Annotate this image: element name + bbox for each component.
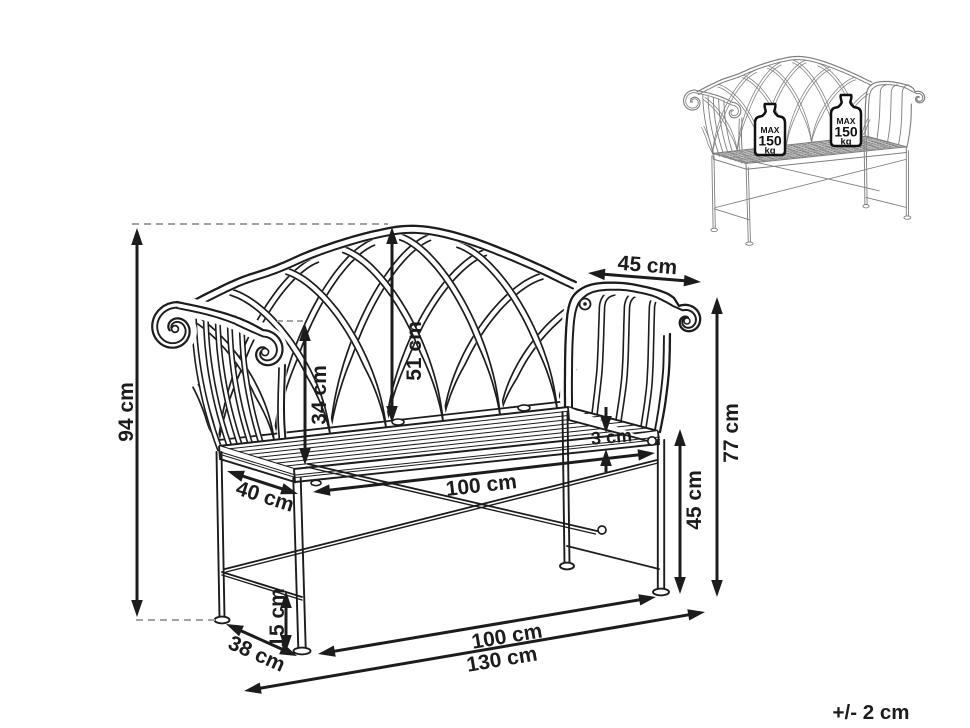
svg-text:+/- 2 cm: +/- 2 cm <box>833 701 910 724</box>
svg-text:MAX: MAX <box>761 125 780 135</box>
svg-text:3 cm: 3 cm <box>590 425 633 449</box>
svg-text:15 cm: 15 cm <box>266 588 289 648</box>
svg-text:45 cm: 45 cm <box>617 252 678 280</box>
svg-text:77 cm: 77 cm <box>720 403 743 463</box>
svg-text:150: 150 <box>834 124 858 140</box>
svg-text:kg: kg <box>764 146 775 157</box>
svg-text:kg: kg <box>840 137 851 148</box>
svg-text:MAX: MAX <box>837 116 856 126</box>
svg-text:150: 150 <box>758 133 782 149</box>
svg-text:45 cm: 45 cm <box>683 470 706 530</box>
svg-text:51 cm: 51 cm <box>403 321 426 381</box>
svg-text:34 cm: 34 cm <box>308 365 331 425</box>
svg-text:94 cm: 94 cm <box>115 382 138 442</box>
